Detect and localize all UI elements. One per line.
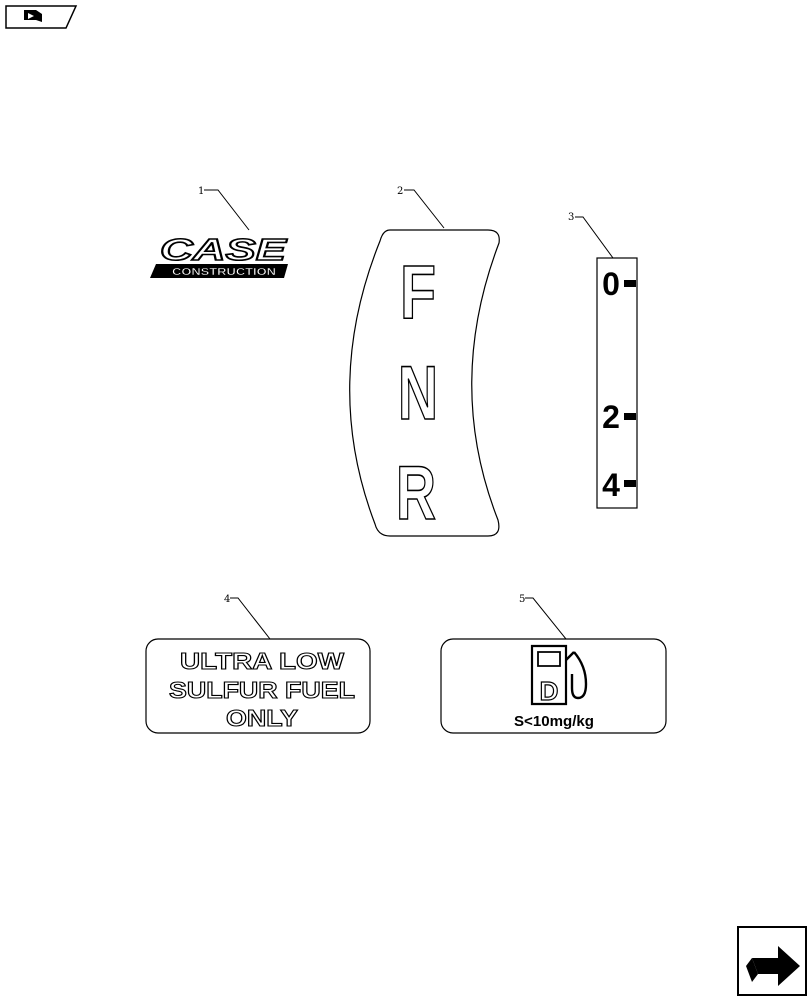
book-with-arrow-icon[interactable]	[5, 5, 78, 29]
sulfur-spec: S<10mg/kg	[514, 713, 594, 730]
item-5-group: 5 D S<10mg/kg	[440, 594, 667, 734]
fnr-decal-outline	[349, 229, 500, 537]
case-logo-sub: CONSTRUCTION	[172, 267, 276, 278]
scale-decal-outline	[596, 257, 638, 509]
item-3-group: 3 0 2 4	[568, 212, 638, 509]
scale-mark-4: 4	[602, 467, 620, 503]
fnr-neutral: N	[398, 351, 438, 436]
scale-mark-0: 0	[602, 266, 620, 302]
sulfur-decal-outline	[440, 638, 667, 734]
fuel-pump-icon: D	[530, 644, 588, 707]
fuel-line-1: ULTRA LOW	[180, 648, 344, 674]
item-4-group: 4 ULTRA LOW SULFUR FUEL ONLY	[145, 594, 371, 734]
fuel-line-3: ONLY	[226, 705, 298, 731]
case-logo-decal: CASE CONSTRUCTION	[150, 231, 289, 278]
fuel-pump-letter: D	[540, 676, 559, 706]
callout-2: 2	[397, 186, 403, 197]
next-page-arrow-icon[interactable]	[737, 926, 807, 996]
callout-1: 1	[198, 186, 204, 197]
callout-5: 5	[519, 594, 525, 605]
callout-3: 3	[568, 212, 574, 223]
fnr-reverse: R	[396, 451, 436, 536]
case-logo-brand: CASE	[160, 232, 288, 267]
scale-mark-2: 2	[602, 399, 620, 435]
fuel-decal-outline	[145, 638, 371, 734]
callout-4: 4	[224, 594, 230, 605]
item-2-group: 2 F N R	[349, 186, 500, 537]
item-1-group: 1 CASE CONSTRUCTION	[150, 186, 289, 278]
fuel-line-2: SULFUR FUEL	[169, 677, 355, 703]
fnr-forward: F	[400, 250, 436, 335]
